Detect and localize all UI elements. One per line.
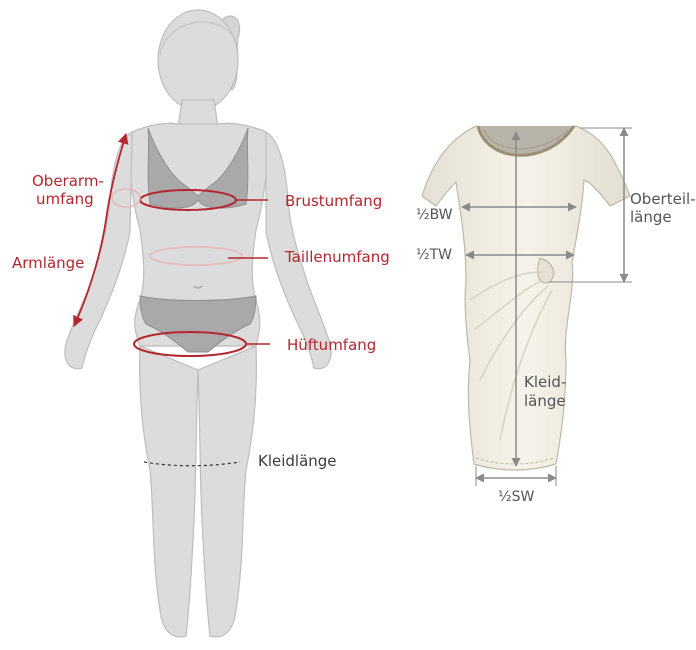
half-waist-label: ½TW — [416, 246, 452, 264]
arm-length-label: Armlänge — [12, 254, 84, 272]
half-hem-label: ½SW — [498, 488, 534, 506]
top-length-label-line1: Oberteil- — [630, 190, 696, 208]
dress-body — [422, 126, 630, 470]
dress-figure — [422, 126, 630, 470]
dress-length-label-line1: Kleid- — [524, 373, 566, 391]
upperarm-label-line1: Oberarm- — [32, 172, 104, 190]
left-arm — [65, 132, 132, 369]
dress-length-body-label: Kleidlänge — [258, 452, 337, 470]
right-leg — [198, 346, 256, 637]
dress-length-label-line2: länge — [524, 392, 566, 410]
half-bust-label: ½BW — [416, 206, 453, 224]
left-leg — [140, 346, 198, 637]
head — [158, 10, 238, 110]
top-length-label-line2: länge — [630, 208, 672, 226]
hip-label: Hüftumfang — [287, 336, 376, 354]
upperarm-label-line2: umfang — [36, 190, 94, 208]
bust-label: Brustumfang — [285, 192, 382, 210]
waist-label: Taillenumfang — [285, 248, 390, 266]
